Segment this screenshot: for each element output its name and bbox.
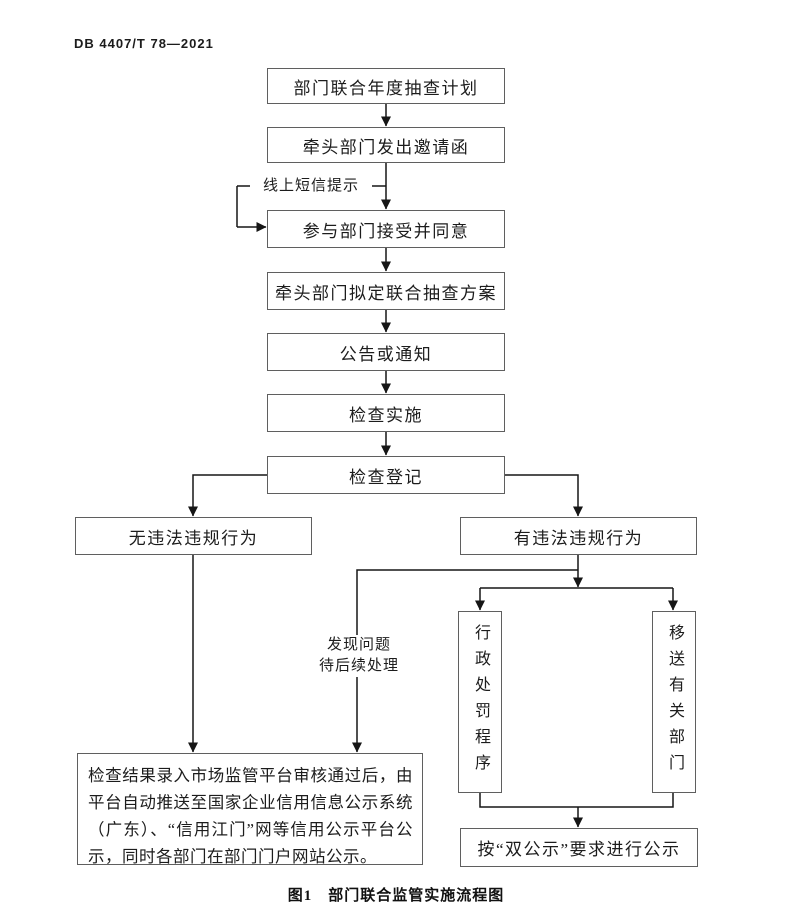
flow-node-inspection-register-label: 检查登记 — [349, 467, 423, 487]
flow-node-announce-notify: 公告或通知 — [267, 333, 505, 371]
flow-node-accept-agree: 参与部门接受并同意 — [267, 210, 505, 248]
flow-node-double-publicity-label: 按“双公示”要求进行公示 — [477, 840, 681, 859]
flow-node-transfer-department: 移送有关部门 — [652, 611, 696, 793]
flow-node-double-publicity: 按“双公示”要求进行公示 — [460, 828, 698, 867]
flow-node-result-publicity: 检查结果录入市场监管平台审核通过后，由平台自动推送至国家企业信用信息公示系统（广… — [77, 753, 423, 866]
found-problem-line1: 发现问题 — [326, 637, 391, 653]
flow-node-no-violation: 无违法违规行为 — [75, 517, 312, 555]
flow-node-no-violation-label: 无违法违规行为 — [128, 528, 259, 548]
branch-right-elbow — [505, 474, 583, 517]
found-problem-elbow — [352, 569, 578, 753]
branch-left-elbow — [188, 474, 267, 517]
flow-node-accept-agree-label: 参与部门接受并同意 — [302, 221, 470, 241]
flow-node-annual-plan: 部门联合年度抽查计划 — [267, 68, 505, 104]
found-problem-label: 发现问题 待后续处理 — [305, 635, 413, 677]
found-problem-line2: 待后续处理 — [318, 658, 399, 674]
document-number: DB 4407/T 78—2021 — [74, 36, 214, 51]
flow-node-has-violation-label: 有违法违规行为 — [513, 528, 644, 548]
join-bar — [479, 793, 674, 808]
figure-caption: 图1 部门联合监管实施流程图 — [287, 888, 505, 904]
flow-node-draft-plan: 牵头部门拟定联合抽查方案 — [267, 272, 505, 310]
flow-node-annual-plan-label: 部门联合年度抽查计划 — [293, 78, 479, 98]
flow-node-inspection-register: 检查登记 — [267, 456, 505, 494]
flow-node-transfer-department-label: 移送有关部门 — [666, 624, 683, 780]
flow-node-inspection-implement: 检查实施 — [267, 394, 505, 432]
flow-node-inspection-implement-label: 检查实施 — [349, 405, 423, 425]
flow-node-admin-penalty: 行政处罚程序 — [458, 611, 502, 793]
flow-node-has-violation: 有违法违规行为 — [460, 517, 697, 555]
flow-node-send-invitation-label: 牵头部门发出邀请函 — [302, 137, 470, 157]
sms-reminder-label: 线上短信提示 — [250, 176, 372, 197]
flow-node-send-invitation: 牵头部门发出邀请函 — [267, 127, 505, 163]
flow-node-announce-notify-label: 公告或通知 — [339, 344, 433, 364]
flow-node-draft-plan-label: 牵头部门拟定联合抽查方案 — [275, 283, 497, 303]
flow-node-admin-penalty-label: 行政处罚程序 — [472, 624, 489, 780]
flow-node-result-publicity-label: 检查结果录入市场监管平台审核通过后，由平台自动推送至国家企业信用信息公示系统（广… — [88, 766, 413, 866]
